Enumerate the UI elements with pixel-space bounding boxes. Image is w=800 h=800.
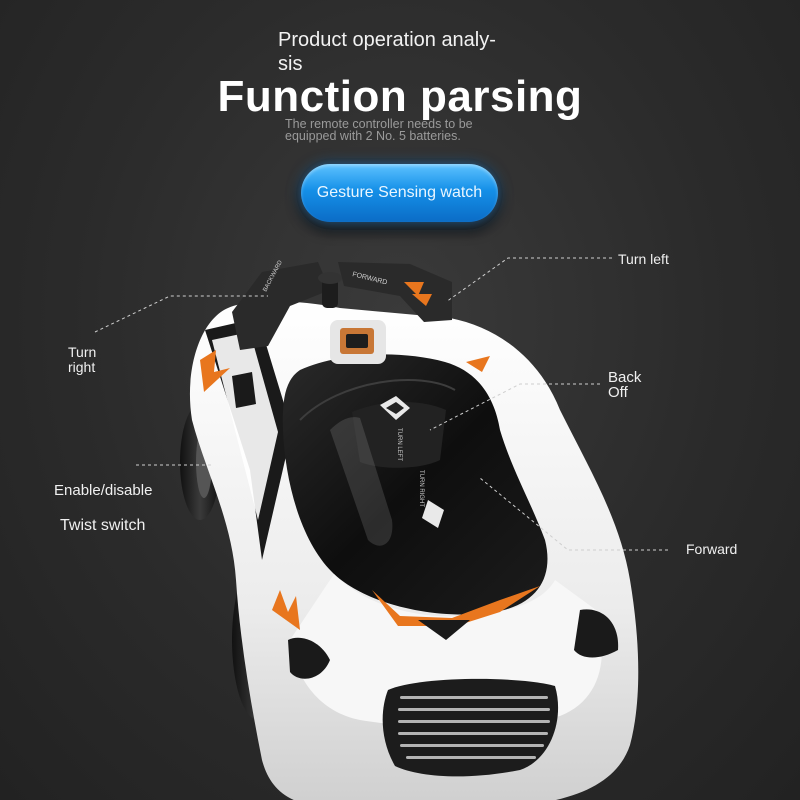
callout-line-turn-left <box>445 257 612 303</box>
gesture-watch-button-frame: Gesture Sensing watch <box>296 158 503 230</box>
callout-forward: Forward <box>686 541 738 557</box>
front-grille <box>382 678 559 777</box>
callout-enable-disable: Enable/disable <box>54 482 153 499</box>
gesture-watch-button[interactable]: Gesture Sensing watch <box>301 164 498 222</box>
callout-back-off-line-1: Back <box>608 369 642 386</box>
orange-accent-hood <box>372 586 540 626</box>
sensor-post <box>322 278 338 308</box>
callout-turn-right-line-1: Turn <box>68 344 97 360</box>
marking-turn-right: TURN RIGHT <box>418 470 424 507</box>
callout-turn-right: Turn right <box>68 345 96 375</box>
subtitle: Product operation analy- sis <box>278 28 528 76</box>
subtitle-line: Product operation analy- sis <box>278 29 496 75</box>
callout-twist-switch: Twist switch <box>60 517 146 534</box>
battery-note-line-1: The remote controller needs to be <box>285 117 473 131</box>
callout-back-off: Back Off <box>608 370 641 400</box>
callout-turn-right-line-2: right <box>68 359 96 375</box>
orange-accent-left <box>200 350 230 392</box>
battery-note-line-2: equipped with 2 No. 5 batteries. <box>285 129 461 143</box>
car-canopy <box>282 354 548 615</box>
marking-turn-left: TURN LEFT <box>396 428 402 461</box>
callout-lines <box>94 257 668 551</box>
callout-back-off-line-2: Off <box>608 384 628 401</box>
callout-turn-left: Turn left <box>618 251 669 267</box>
rear-spoiler <box>232 262 330 350</box>
callout-line-back-off <box>429 383 600 431</box>
callout-line-forward <box>479 477 668 551</box>
page-title: Function parsing <box>217 72 583 121</box>
battery-note: The remote controller needs to be equipp… <box>285 117 525 143</box>
